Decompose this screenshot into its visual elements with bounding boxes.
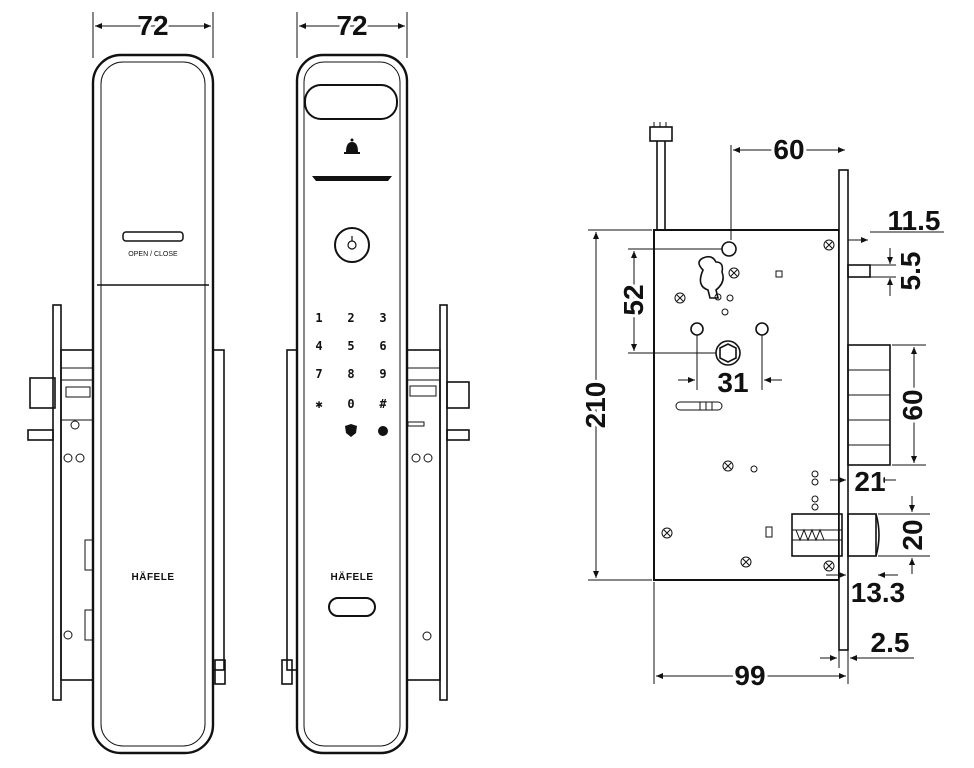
front-view: 72 OPEN / CLOSE HÄFELE bbox=[27, 7, 226, 755]
keypad-key[interactable]: 0 bbox=[347, 397, 354, 411]
back-brand-logo: HÄFELE bbox=[331, 570, 374, 583]
front-brand-logo: HÄFELE bbox=[132, 570, 175, 583]
globe-icon[interactable] bbox=[378, 426, 388, 436]
shield-icon[interactable] bbox=[345, 424, 357, 437]
keypad: 1 2 3 4 5 6 7 8 9 ✱ 0 # bbox=[315, 311, 387, 411]
keypad-key[interactable]: 8 bbox=[347, 367, 354, 381]
dim-5-5: 5.5 bbox=[895, 252, 926, 291]
open-close-button[interactable] bbox=[122, 231, 184, 242]
dim-60-backset: 60 bbox=[773, 134, 804, 165]
faceplate bbox=[838, 169, 849, 651]
back-width-dimension: 72 bbox=[336, 10, 367, 41]
back-handle-body bbox=[295, 53, 409, 755]
keypad-key[interactable]: 3 bbox=[379, 311, 386, 325]
dim-11-5: 11.5 bbox=[888, 205, 941, 236]
open-close-label: OPEN / CLOSE bbox=[128, 251, 178, 258]
dim-99: 99 bbox=[734, 660, 765, 691]
camera-window bbox=[304, 84, 398, 120]
handle-grip-slot[interactable] bbox=[328, 597, 376, 617]
keypad-key[interactable]: 2 bbox=[347, 311, 354, 325]
dim-2-5: 2.5 bbox=[871, 627, 910, 658]
keypad-key[interactable]: 9 bbox=[379, 367, 386, 381]
mortise-lock: 60 11.5 5.5 52 210 31 60 2 bbox=[577, 122, 944, 694]
keypad-key[interactable]: 7 bbox=[315, 367, 322, 381]
dim-20: 20 bbox=[897, 519, 928, 550]
keypad-key[interactable]: 4 bbox=[315, 339, 322, 353]
dim-210: 210 bbox=[580, 382, 611, 429]
dim-31: 31 bbox=[717, 367, 748, 398]
keypad-key[interactable]: # bbox=[379, 397, 387, 411]
keypad-key[interactable]: 1 bbox=[315, 311, 322, 325]
front-width-dimension: 72 bbox=[137, 10, 168, 41]
keypad-key[interactable]: 5 bbox=[347, 339, 354, 353]
mortise-case bbox=[653, 229, 840, 581]
dim-21: 21 bbox=[854, 466, 885, 497]
dim-52: 52 bbox=[618, 284, 649, 315]
keypad-key[interactable]: 6 bbox=[379, 339, 386, 353]
keypad-key[interactable]: ✱ bbox=[315, 397, 322, 411]
fingerprint-sensor[interactable] bbox=[334, 227, 370, 263]
bell-icon[interactable] bbox=[344, 138, 360, 155]
screw-set bbox=[661, 239, 835, 572]
back-view: 72 1 2 3 4 5 6 7 8 9 ✱ 0 # bbox=[281, 7, 470, 755]
dim-13-3: 13.3 bbox=[851, 577, 906, 608]
dim-60-right: 60 bbox=[897, 389, 928, 420]
front-handle-body bbox=[91, 53, 215, 755]
